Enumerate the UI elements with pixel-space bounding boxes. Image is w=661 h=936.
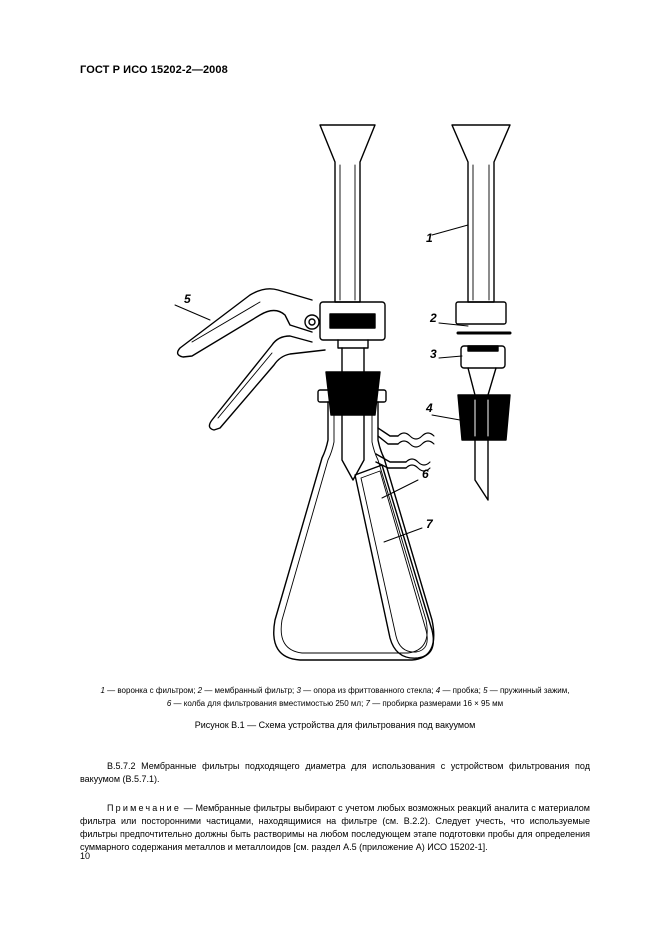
callout-7: 7 <box>426 517 434 531</box>
legend-item: 3 — опора из фриттованного стекла; <box>296 686 436 695</box>
clamp-collar <box>319 301 386 341</box>
flask-side-arm <box>377 427 399 445</box>
filtering-flask <box>273 401 435 661</box>
clamp-upper-handle <box>176 288 313 358</box>
note-text: — Мембранные фильтры выбирают с учетом л… <box>80 803 590 852</box>
clamp-lower-handle <box>208 335 326 431</box>
funnel-stem <box>341 347 365 481</box>
page-number: 10 <box>80 851 91 861</box>
legend-item: 7 — пробирка размерами 16 × 95 мм <box>365 699 504 708</box>
clamp-screw <box>304 314 320 330</box>
flask-stopper <box>325 371 381 416</box>
callout-3: 3 <box>430 347 437 361</box>
filter-support <box>329 313 376 329</box>
test-tube <box>354 464 435 659</box>
figure-caption: Рисунок В.1 — Схема устройства для фильт… <box>194 720 476 730</box>
legend-item: 1 — воронка с фильтром; <box>100 686 198 695</box>
funnel-exploded <box>451 124 511 303</box>
callout-2: 2 <box>429 311 437 325</box>
legend-item: 2 — мембранный фильтр; <box>197 686 297 695</box>
paragraph-b572: В.5.7.2 Мембранные фильтры подходящего д… <box>80 761 590 784</box>
funnel-inner <box>339 164 356 301</box>
callout-6: 6 <box>422 467 429 481</box>
funnel-base <box>455 301 507 325</box>
legend-item: 4 — пробка; <box>435 686 484 695</box>
page-header: ГОСТ Р ИСО 15202-2—2008 <box>80 64 228 76</box>
support-stem <box>467 367 497 501</box>
legend-item: 5 — пружинный зажим, <box>483 686 570 695</box>
callout-5: 5 <box>184 292 191 306</box>
callout-1: 1 <box>426 231 433 245</box>
figure-legend: 1 — воронка с фильтром; 2 — мембранный ф… <box>80 684 590 710</box>
legend-item: 6 — колба для фильтрования вместимостью … <box>166 699 366 708</box>
vacuum-filtration-figure: 1 2 3 4 5 6 7 <box>150 110 550 680</box>
paragraph-note: Примечание — Мембранные фильтры выбирают… <box>80 802 590 854</box>
note-label: Примечание <box>107 803 182 813</box>
stopper-exploded <box>457 394 511 441</box>
apparatus-drawing: 1 2 3 4 5 6 7 <box>174 124 512 661</box>
callout-4: 4 <box>425 401 433 415</box>
funnel-outline <box>319 124 376 303</box>
